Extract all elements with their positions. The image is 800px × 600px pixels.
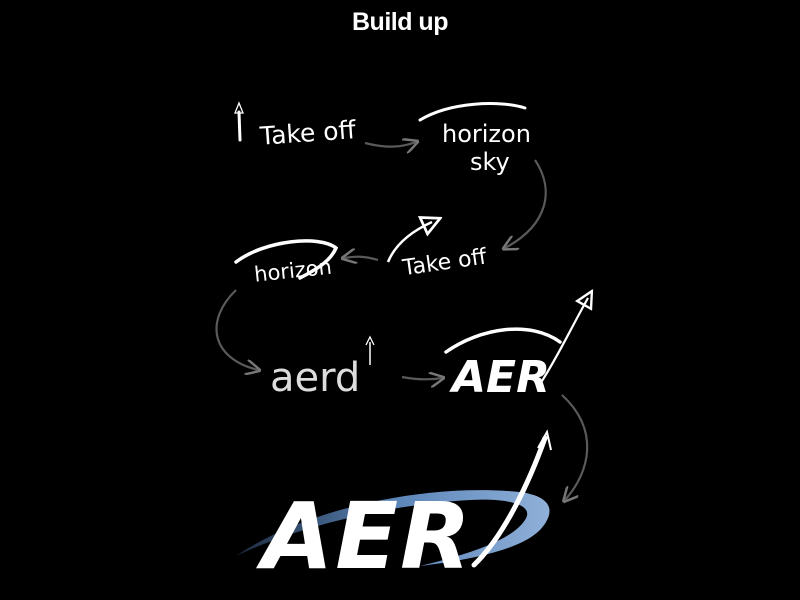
flow-arrow-2	[505, 159, 547, 248]
sketch-step-6: AER	[444, 298, 588, 403]
sketch-step-3: Take off	[386, 222, 489, 282]
flow-arrow-5	[401, 377, 442, 379]
sketch-step-6-label: AER	[449, 352, 550, 403]
logo-text: AER	[256, 483, 473, 590]
sketch-step-1: Take off	[234, 101, 357, 151]
final-logo: AER	[236, 429, 552, 590]
upward-arrow-icon	[237, 110, 242, 142]
sketch-step-4-label: horizon	[253, 255, 333, 287]
sketch-step-2: horizon sky	[418, 102, 531, 176]
sketch-step-1-label: Take off	[258, 115, 357, 151]
flow-arrow-4	[215, 289, 258, 370]
logo-arrow-icon	[471, 435, 548, 568]
sketch-step-5-label: aerd	[270, 355, 360, 401]
horizon-swoosh	[234, 239, 339, 280]
logo-arrow-tip-icon	[537, 429, 552, 451]
curved-arrow-icon	[386, 222, 432, 263]
flow-arrows	[215, 142, 589, 500]
sketch-step-3-label: Take off	[400, 245, 489, 282]
sketch-step-2-line-2: sky	[470, 148, 510, 176]
aer-arrow-icon	[539, 298, 588, 385]
flow-arrow-1	[364, 142, 416, 147]
sketch-step-5: aerd	[270, 335, 375, 401]
flow-arrow-6	[562, 394, 589, 500]
small-arrow-tip-icon	[365, 335, 375, 346]
arrow-tip-icon	[234, 101, 244, 114]
sketch-step-4: horizon	[234, 239, 339, 287]
page-title: Build up	[352, 8, 448, 36]
aer-arc	[444, 327, 562, 354]
sketch-step-2-line-1: horizon	[442, 120, 531, 148]
flow-arrow-3	[344, 257, 379, 260]
horizon-arc	[418, 102, 527, 122]
